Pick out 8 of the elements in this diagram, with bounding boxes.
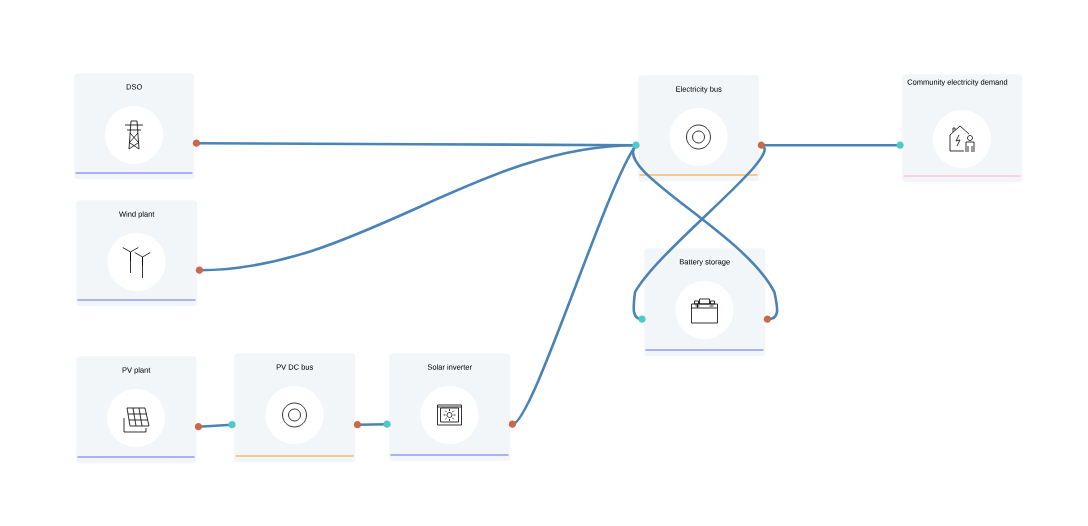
port-dots xyxy=(195,266,203,274)
port-dots xyxy=(192,139,200,147)
port-dots xyxy=(228,421,361,429)
port-dots xyxy=(383,420,516,428)
port-dots xyxy=(638,315,771,323)
port-dots xyxy=(896,141,904,149)
port-dots xyxy=(632,141,765,149)
port-dots xyxy=(194,423,202,431)
